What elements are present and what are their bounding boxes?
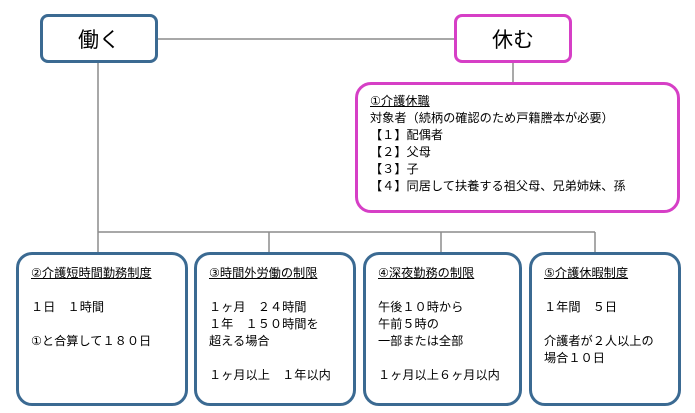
system-box-care-leave-days: ⑤介護休暇制度 １年間 ５日 介護者が２人以上の 場合１０日 (529, 252, 681, 406)
system-line: 午後１０時から (378, 300, 464, 314)
system-line: １ヶ月以上６ヶ月以内 (378, 368, 500, 382)
system-title: ②介護短時間勤務制度 (31, 266, 152, 280)
system-line: ①と合算して１８０日 (31, 334, 152, 348)
system-line: １ヶ月以上 １年以内 (209, 368, 331, 382)
system-line: １日 １時間 (31, 300, 105, 314)
care-leave-item: 【２】父母 (370, 145, 431, 159)
care-leave-box: ①介護休職 対象者（続柄の確認のため戸籍謄本が必要） 【１】配偶者 【２】父母 … (355, 82, 680, 213)
care-leave-item: 【３】子 (370, 162, 419, 176)
system-line: １年 １５０時間を (209, 317, 319, 331)
system-title: ⑤介護休暇制度 (544, 266, 629, 280)
system-box-night-work-limit: ④深夜勤務の制限 午後１０時から 午前５時の 一部または全部 １ヶ月以上６ヶ月以… (363, 252, 522, 406)
work-node: 働く (40, 14, 158, 63)
care-leave-item: 【１】配偶者 (370, 128, 444, 142)
rest-node: 休む (454, 14, 572, 63)
system-line: 超える場合 (209, 334, 270, 348)
system-title: ③時間外労働の制限 (209, 266, 318, 280)
system-line: 場合１０日 (544, 351, 605, 365)
care-leave-title: ①介護休職 (370, 94, 430, 108)
work-label: 働く (78, 27, 120, 52)
system-line: 一部または全部 (378, 334, 464, 348)
system-line: １年間 ５日 (544, 300, 618, 314)
system-title: ④深夜勤務の制限 (378, 266, 475, 280)
system-line: 介護者が２人以上の (544, 334, 654, 348)
care-leave-item: 【４】同居して扶養する祖父母、兄弟姉妹、孫 (370, 179, 626, 193)
rest-label: 休む (492, 27, 534, 52)
system-box-overtime-limit: ③時間外労働の制限 １ヶ月 ２４時間 １年 １５０時間を 超える場合 １ヶ月以上… (194, 252, 356, 406)
system-box-short-time-work: ②介護短時間勤務制度 １日 １時間 ①と合算して１８０日 (16, 252, 188, 406)
system-line: 午前５時の (378, 317, 439, 331)
system-line: １ヶ月 ２４時間 (209, 300, 307, 314)
care-leave-subtitle: 対象者（続柄の確認のため戸籍謄本が必要） (370, 111, 614, 125)
